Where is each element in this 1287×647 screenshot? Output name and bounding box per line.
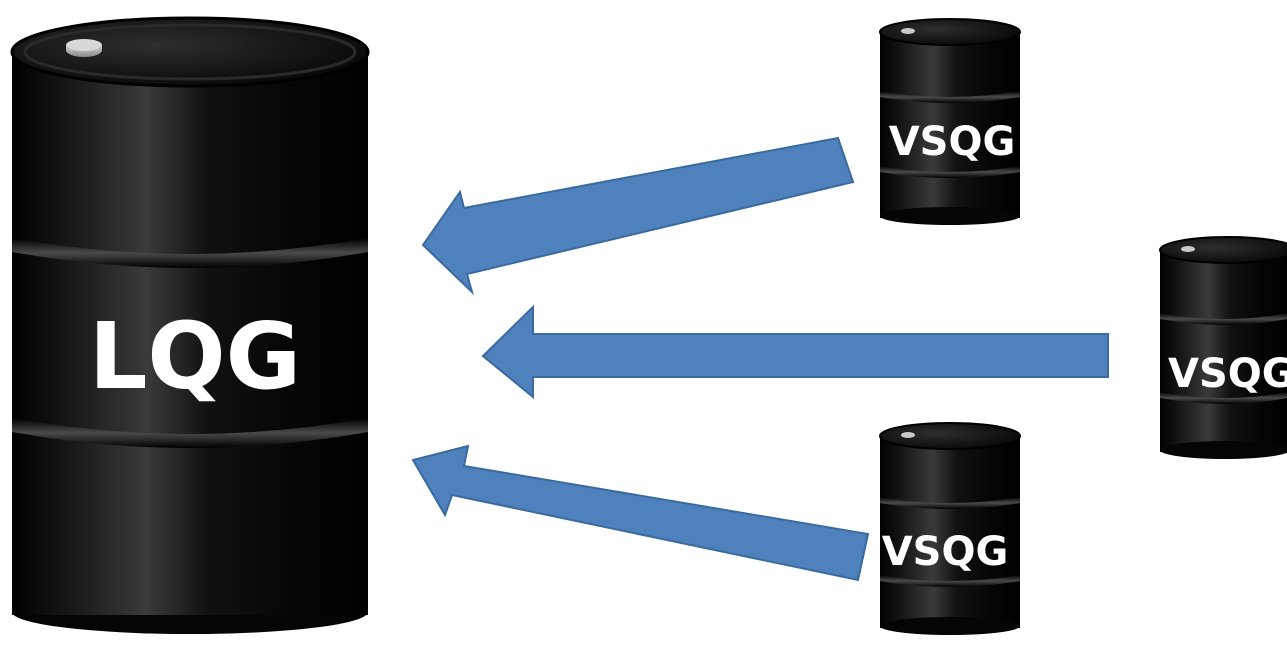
small-barrel-label: VSQG: [882, 529, 1009, 575]
barrel-top: [10, 16, 370, 88]
small-barrel-right: VSQG: [1159, 236, 1287, 459]
small-barrel-bottom: VSQG: [879, 422, 1021, 635]
main-barrel: LQG: [10, 16, 370, 634]
small-barrel-top: VSQG: [879, 18, 1021, 225]
arrow-top: [421, 136, 855, 296]
arrow-bottom: [411, 444, 870, 582]
barrel-rib: [12, 418, 368, 448]
small-barrel-label: VSQG: [1168, 351, 1287, 397]
small-barrel-label: VSQG: [889, 119, 1016, 165]
barrel-rib: [12, 238, 368, 268]
arrows: [411, 136, 1109, 582]
main-barrel-label: LQG: [89, 303, 301, 410]
arrow-middle: [481, 304, 1109, 400]
